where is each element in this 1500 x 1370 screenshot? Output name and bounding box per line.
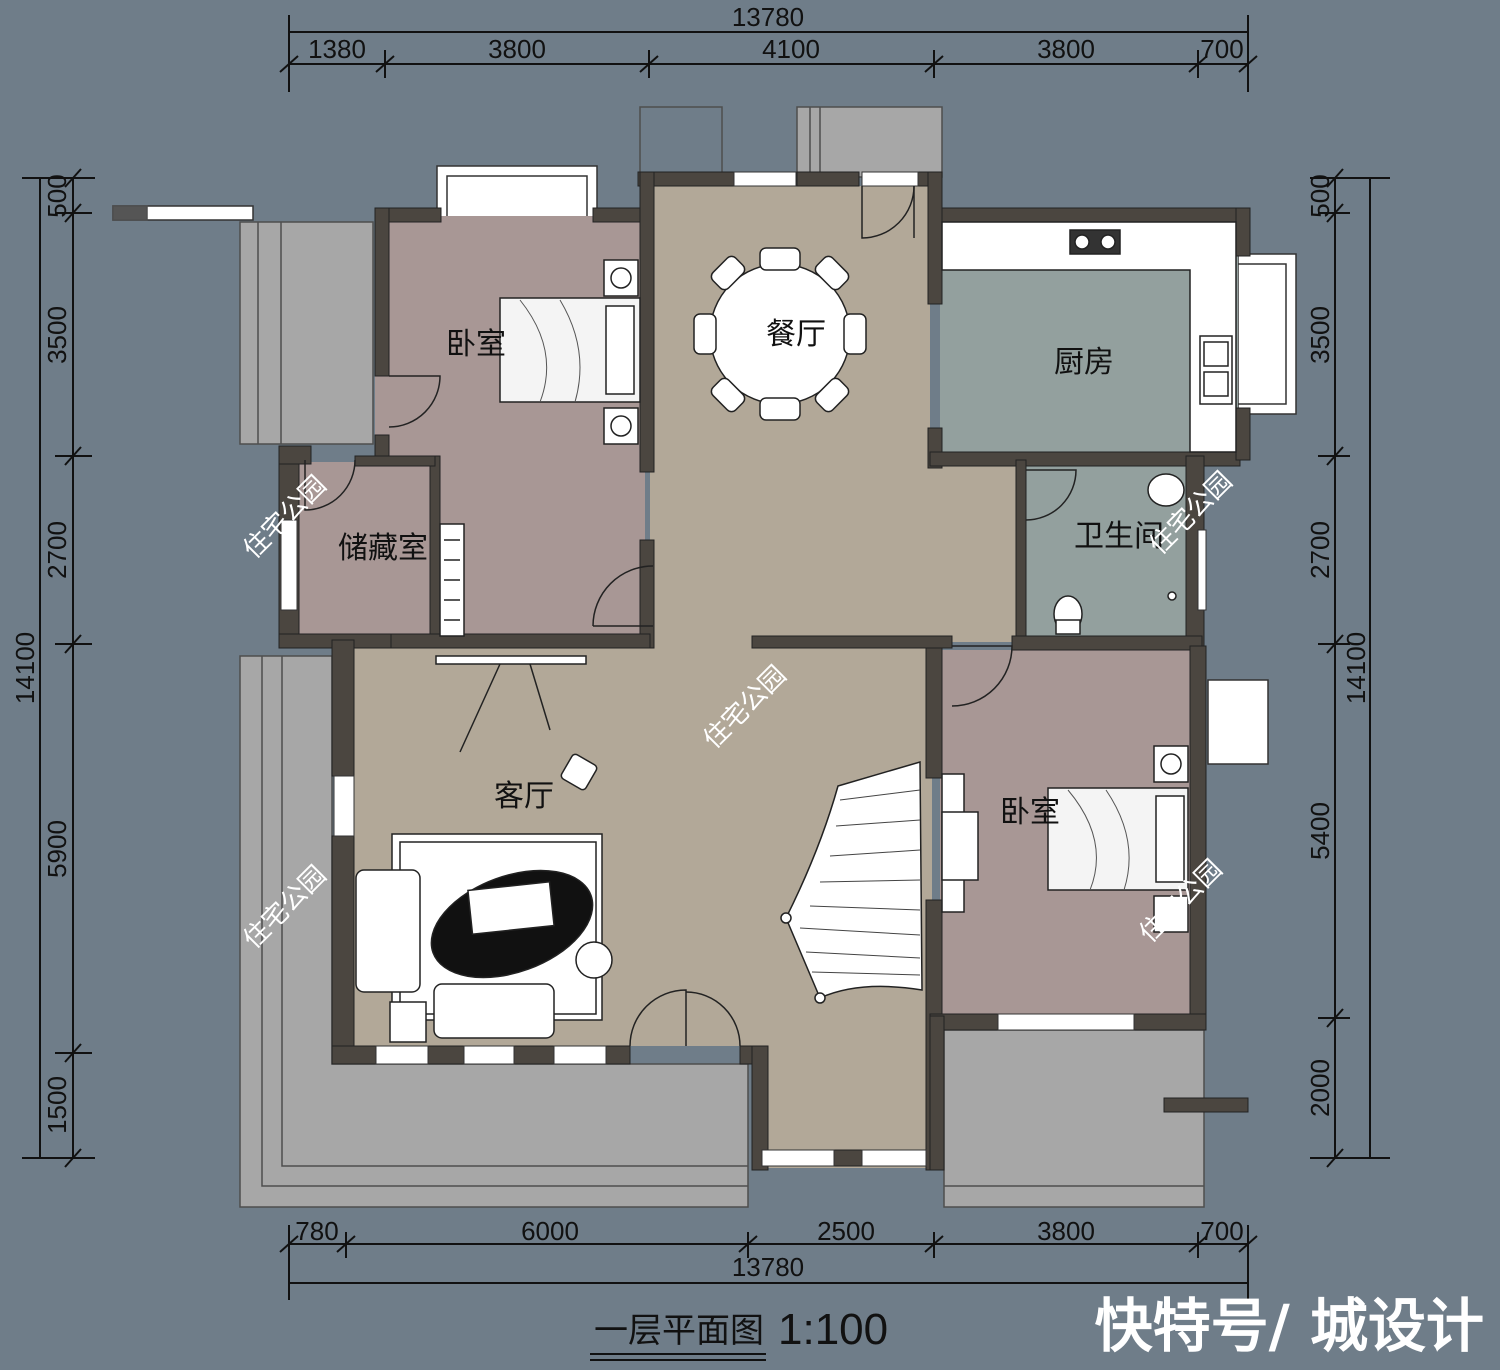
bed-2	[1047, 745, 1189, 933]
left-dim-1: 500	[42, 174, 72, 217]
right-dim-1: 500	[1305, 174, 1335, 217]
left-dim-2: 3500	[42, 306, 72, 364]
room-label-bedroom-2: 卧室	[1000, 795, 1060, 830]
staircase	[780, 761, 923, 1004]
top-dim-1: 1380	[308, 34, 366, 64]
source-mark: 快特号/ 城设计	[1095, 1292, 1484, 1360]
furniture	[355, 221, 1237, 1043]
top-dim-3: 4100	[762, 34, 820, 64]
top-dim-4: 3800	[1037, 34, 1095, 64]
walls	[278, 171, 1251, 1171]
dimension-labels: 13780 1380 3800 4100 3800 700 780 6000 2…	[10, 2, 1371, 1282]
left-dim-5: 1500	[42, 1076, 72, 1134]
plan-scale: 1:100	[778, 1305, 888, 1354]
right-dim-2: 3500	[1305, 306, 1335, 364]
left-total-dim: 14100	[10, 632, 40, 704]
bathroom-fixtures	[1053, 473, 1185, 635]
room-label-living: 客厅	[494, 779, 554, 814]
kitchen-counter	[941, 221, 1237, 453]
plan-title-text: 一层平面图	[594, 1311, 764, 1351]
bed-1	[499, 259, 641, 445]
top-dim-5: 700	[1200, 34, 1243, 64]
right-dim-4: 5400	[1305, 802, 1335, 860]
terraces	[112, 106, 1297, 1208]
left-dim-4: 5900	[42, 820, 72, 878]
dimension-lines	[22, 15, 1390, 1300]
room-label-storage: 储藏室	[338, 531, 428, 566]
dining-table	[693, 247, 867, 421]
windows	[280, 171, 1207, 1167]
room-label-bedroom-1: 卧室	[446, 327, 506, 362]
right-dim-3: 2700	[1305, 521, 1335, 579]
right-dim-5: 2000	[1305, 1059, 1335, 1117]
door-swings	[304, 185, 1077, 1047]
right-total-dim: 14100	[1341, 632, 1371, 704]
top-dim-2: 3800	[488, 34, 546, 64]
plan-title: 一层平面图 1:100 快特号/ 城设计	[590, 1292, 1484, 1361]
top-total-dim: 13780	[732, 2, 804, 32]
bottom-dim-5: 700	[1200, 1216, 1243, 1246]
left-dim-3: 2700	[42, 521, 72, 579]
bottom-dim-1: 780	[295, 1216, 338, 1246]
bottom-dim-3: 2500	[817, 1216, 875, 1246]
living-sofa-set	[355, 833, 613, 1043]
bottom-dim-4: 3800	[1037, 1216, 1095, 1246]
room-label-dining: 餐厅	[766, 317, 826, 352]
room-label-kitchen: 厨房	[1054, 345, 1114, 380]
room-labels: 卧室 餐厅 厨房 储藏室 卫生间 客厅 卧室	[338, 317, 1164, 830]
bottom-dim-2: 6000	[521, 1216, 579, 1246]
bottom-total-dim: 13780	[732, 1252, 804, 1282]
room-label-bathroom: 卫生间	[1074, 519, 1164, 554]
